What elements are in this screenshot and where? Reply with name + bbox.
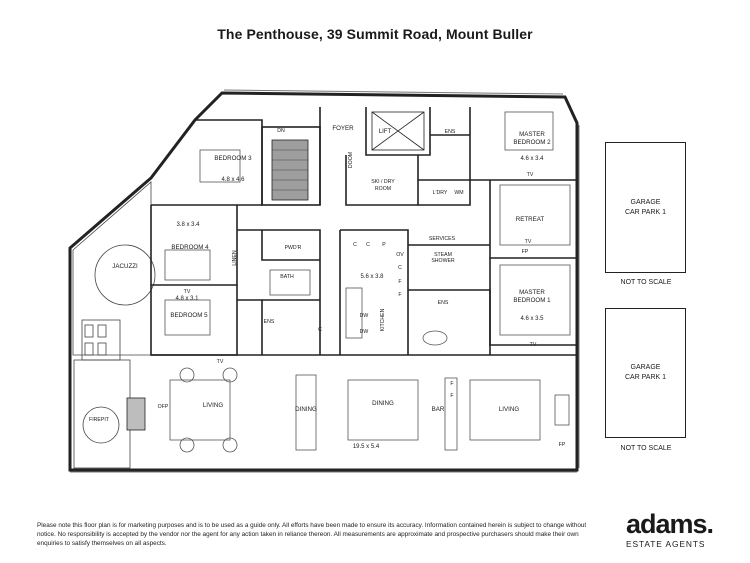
- label-master-2-line1: MASTER: [519, 131, 545, 138]
- interior-walls: [150, 107, 577, 356]
- disclaimer-text: Please note this floor plan is for marke…: [37, 522, 587, 547]
- label-dw1: DW: [360, 313, 369, 319]
- label-dn: DN: [277, 128, 285, 134]
- label-bath: BATH: [280, 274, 294, 280]
- label-dining-left: DINING: [295, 406, 317, 413]
- label-ens-bed-5: ENS: [264, 319, 275, 325]
- label-ldry: L'DRY: [433, 190, 448, 196]
- label-master-2-line2: BEDROOM 2: [513, 139, 551, 146]
- label-steam-2: SHOWER: [431, 258, 455, 264]
- label-tv-bed-5: TV: [184, 289, 191, 295]
- label-bar: BAR: [432, 406, 445, 413]
- label-dw2: DW: [360, 329, 369, 335]
- label-ov: OV: [396, 252, 404, 258]
- label-retreat: RETREAT: [516, 216, 545, 223]
- label-c3: C: [398, 265, 402, 271]
- logo-subtitle: ESTATE AGENTS: [626, 539, 706, 549]
- label-foyer: FOYER: [332, 125, 354, 132]
- label-fp-retreat: FP: [522, 249, 529, 255]
- label-ens-top: ENS: [445, 129, 456, 135]
- label-tv-master-2: TV: [527, 172, 534, 178]
- label-lift: LIFT: [379, 128, 392, 135]
- label-fp-right: FP: [559, 442, 566, 448]
- terrace: [72, 181, 156, 469]
- label-dining-mid: DINING: [372, 400, 394, 407]
- plan-title: The Penthouse, 39 Summit Road, Mount Bul…: [217, 26, 533, 42]
- label-ofp: OFP: [158, 404, 169, 410]
- furniture: [164, 111, 571, 453]
- label-master-2-dim: 4.6 x 3.4: [520, 156, 544, 162]
- label-p: P: [382, 242, 386, 248]
- label-living-left: LIVING: [203, 402, 223, 409]
- label-pwdr: PWD'R: [285, 245, 302, 251]
- stair: [271, 139, 309, 201]
- garage-2-note: NOT TO SCALE: [620, 445, 672, 452]
- label-c-bed-5: C: [318, 327, 322, 333]
- label-bedroom-5: BEDROOM 5: [170, 312, 208, 319]
- label-tv-living: TV: [217, 359, 224, 365]
- logo-wordmark: adams.: [626, 509, 714, 539]
- label-services: SERVICES: [429, 236, 456, 242]
- garage-1-line2: CAR PARK 1: [624, 208, 667, 216]
- label-kitchen: KITCHEN: [380, 308, 386, 331]
- label-tv-retreat: TV: [525, 239, 532, 245]
- exterior-wall-texture: [70, 89, 580, 473]
- label-f3: F: [450, 381, 453, 387]
- label-tv-master-1: TV: [530, 342, 537, 348]
- label-living-dim: 19.5 x 5.4: [353, 444, 380, 450]
- label-bedroom-4: BEDROOM 4: [171, 244, 209, 251]
- label-bedroom-3-dim: 4.8 x 4.6: [221, 177, 245, 183]
- label-living-right: LIVING: [499, 406, 519, 413]
- label-wm: WM: [454, 190, 463, 196]
- garage-1: GARAGE CAR PARK 1: [605, 142, 686, 273]
- label-bedroom-4-dim: 3.8 x 3.4: [176, 222, 200, 228]
- label-ski-dry-2: ROOM: [375, 186, 391, 192]
- label-linen: LINEN: [232, 250, 238, 266]
- label-f4: F: [450, 393, 453, 399]
- label-master-1-dim: 4.6 x 3.5: [520, 316, 544, 322]
- label-ens-master-1: ENS: [438, 300, 449, 306]
- label-c1: C: [353, 242, 357, 248]
- label-bedroom-5-dim: 4.8 x 3.1: [175, 296, 199, 302]
- label-f2: F: [398, 292, 401, 298]
- room-labels: BEDROOM 3 4.8 x 4.6 DN FOYER LIFT ENS MA…: [89, 125, 566, 450]
- label-ski-dry-1: SKI / DRY: [371, 179, 395, 185]
- outer-walls: [68, 91, 579, 472]
- label-master-1-line2: BEDROOM 1: [513, 297, 551, 304]
- garage-1-note: NOT TO SCALE: [620, 279, 672, 286]
- garage-2: GARAGE CAR PARK 1: [605, 308, 686, 438]
- label-c2: C: [366, 242, 370, 248]
- label-f1: F: [398, 279, 401, 285]
- label-master-1-line1: MASTER: [519, 289, 545, 296]
- label-doom: DOOM: [348, 152, 354, 168]
- label-jacuzzi: JACUZZI: [112, 263, 138, 270]
- label-kitchen-dim: 5.6 x 3.8: [360, 274, 384, 280]
- garage-2-line1: GARAGE: [630, 364, 661, 371]
- garage-1-line1: GARAGE: [630, 198, 661, 206]
- lift: [371, 111, 425, 151]
- label-steam-1: STEAM: [434, 252, 452, 258]
- agency-logo: adams. ESTATE AGENTS: [626, 510, 726, 549]
- garage-2-line2: CAR PARK 1: [624, 374, 667, 381]
- label-bedroom-3: BEDROOM 3: [214, 155, 252, 162]
- label-firepit: FIREPIT: [89, 417, 110, 423]
